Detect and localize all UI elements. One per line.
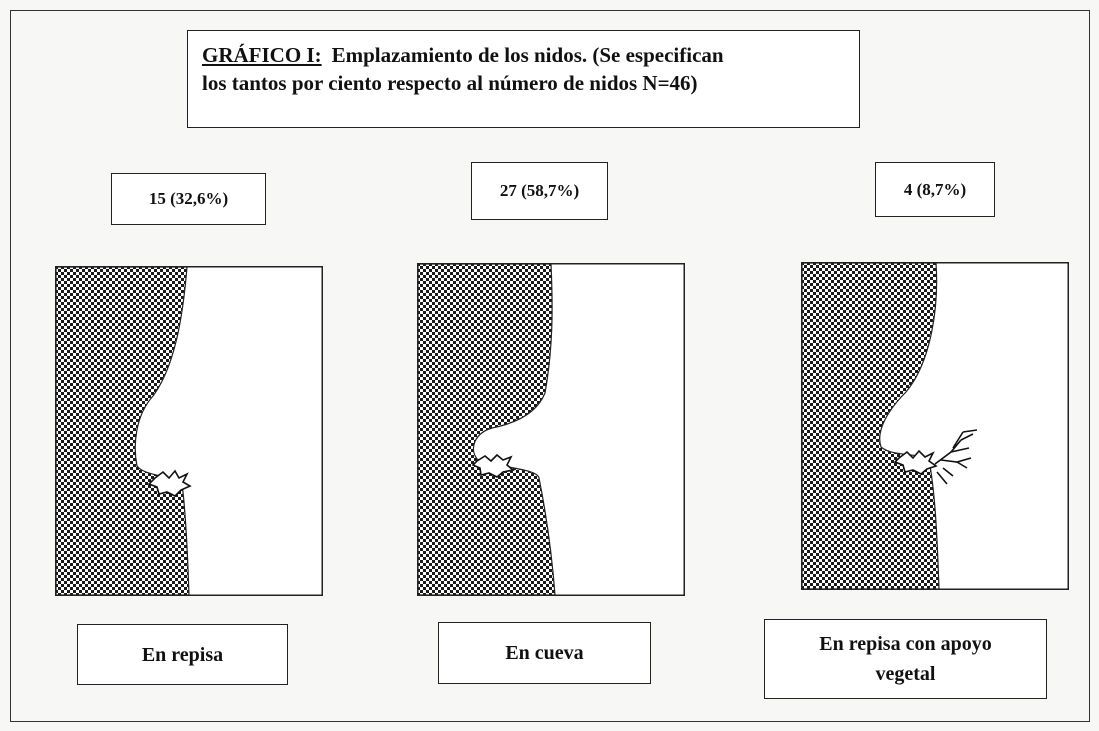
label-box-repisa: En repisa: [77, 624, 288, 685]
count-label-repisa: 15 (32,6%): [148, 189, 229, 208]
nest-icon: [471, 453, 515, 478]
label-repisa: En repisa: [141, 643, 224, 666]
figure-frame: [10, 10, 1090, 722]
figure-title-lead: GRÁFICO I:: [202, 43, 322, 67]
label-box-repisa-vegetal: En repisa con apoyo vegetal: [764, 619, 1047, 699]
figure-title-line1: Emplazamiento de los nidos. (Se especifi…: [331, 43, 724, 67]
rock-face: [417, 263, 556, 596]
label-repisa-vegetal: En repisa con apoyo vegetal: [819, 633, 992, 685]
nest-icon: [147, 469, 192, 497]
cliff-panel-cueva: [417, 263, 685, 596]
rock-face: [801, 262, 940, 590]
count-label-cueva: 27 (58,7%): [499, 181, 580, 200]
label-cueva: En cueva: [505, 642, 584, 664]
figure-title-line2: los tantos por ciento respecto al número…: [202, 71, 698, 95]
figure-title: GRÁFICO I: Emplazamiento de los nidos. (S…: [187, 30, 860, 128]
cliff-panel-repisa: [55, 266, 323, 596]
count-box-cueva: 27 (58,7%): [471, 162, 608, 220]
count-box-repisa: 15 (32,6%): [111, 173, 266, 225]
count-box-repisa-vegetal: 4 (8,7%): [875, 162, 995, 217]
count-label-repisa-vegetal: 4 (8,7%): [903, 179, 967, 199]
cliff-panel-repisa-vegetal: [801, 262, 1069, 590]
label-box-cueva: En cueva: [438, 622, 651, 684]
nest-with-plant-icon: [893, 429, 978, 485]
rock-face: [55, 266, 190, 596]
